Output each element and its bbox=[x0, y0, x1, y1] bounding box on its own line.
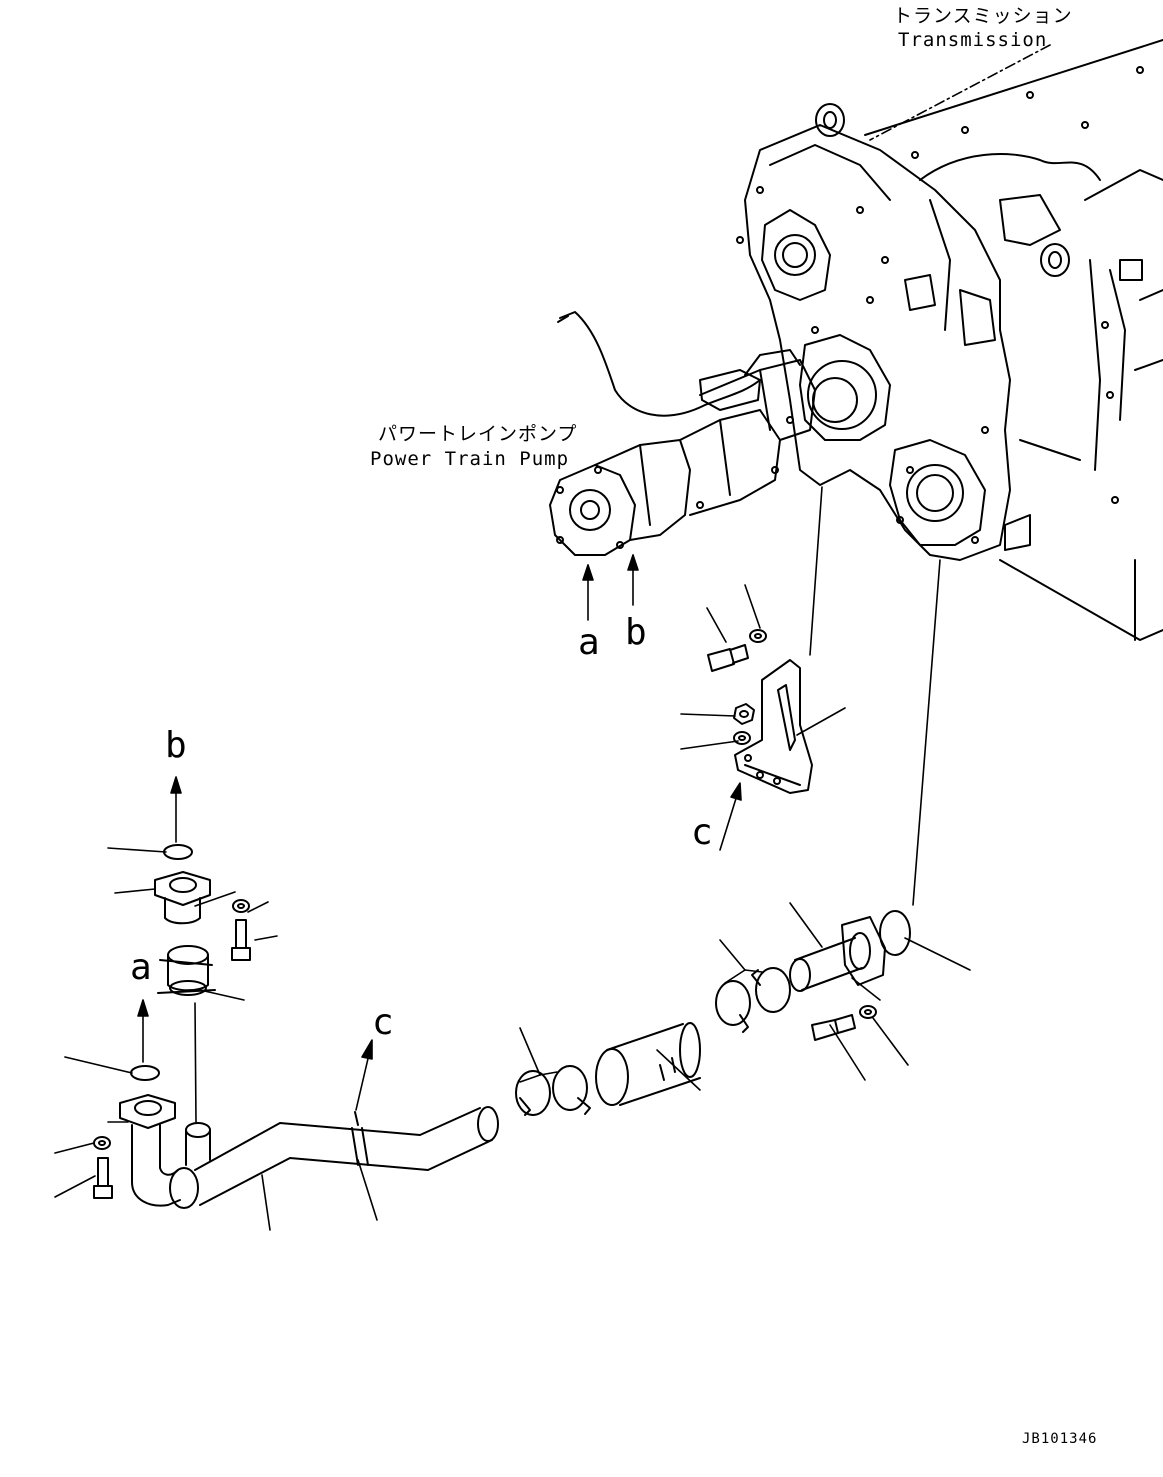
pump-label-en: Power Train Pump bbox=[370, 448, 570, 470]
pipe-assembly bbox=[131, 1106, 499, 1209]
flange-letter-b: b bbox=[165, 725, 187, 766]
transmission-housing bbox=[736, 39, 1163, 641]
transmission-label-en: Transmission bbox=[898, 29, 1048, 51]
pump-letter-b: b bbox=[625, 612, 647, 653]
bracket-letter-c: c bbox=[691, 812, 713, 853]
pump-letter-a: a bbox=[578, 622, 600, 663]
bracket-assembly bbox=[707, 629, 813, 794]
pipe-letter-c: c bbox=[372, 1002, 394, 1043]
flange-letter-a: a bbox=[130, 947, 152, 988]
power-train-pump bbox=[549, 311, 816, 556]
left-fittings bbox=[93, 844, 251, 1199]
hose-and-clamps bbox=[515, 910, 911, 1116]
pump-label-ja: パワートレインポンプ bbox=[378, 423, 578, 445]
drawing-code: JB101346 bbox=[1022, 1431, 1098, 1447]
transmission-label-ja: トランスミッション bbox=[893, 5, 1073, 27]
leader-lines bbox=[54, 44, 1051, 1231]
